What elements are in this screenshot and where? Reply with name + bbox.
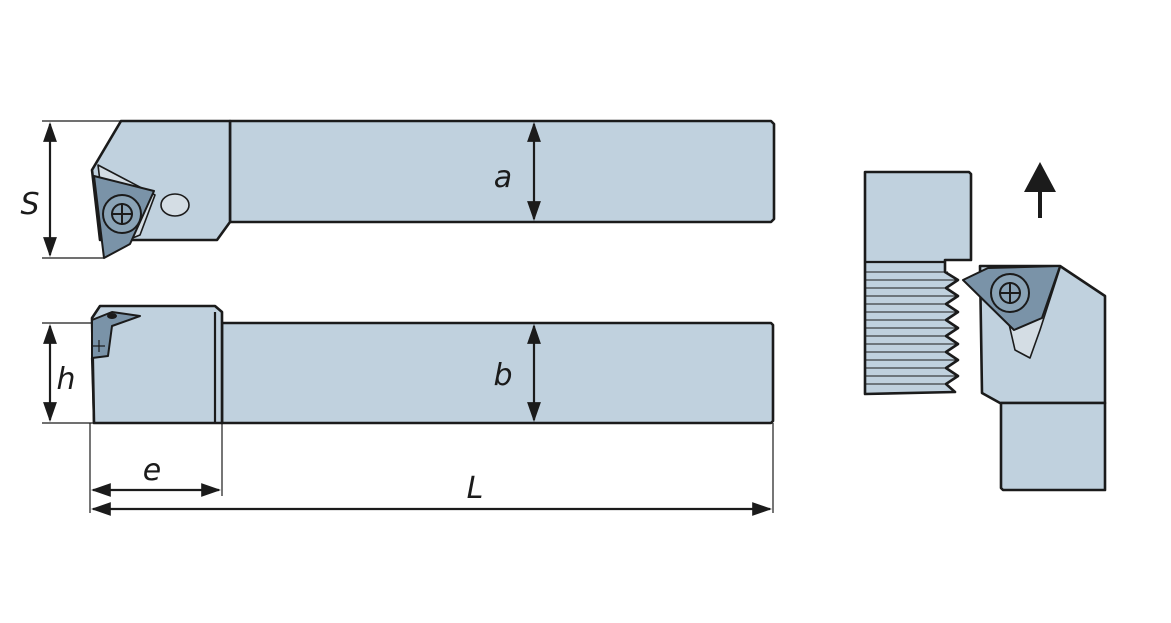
dimension-e: e <box>89 423 223 513</box>
workpiece <box>863 170 973 396</box>
dimension-label-b: b <box>493 358 512 393</box>
top-view <box>90 119 776 259</box>
dimension-b: b <box>493 324 541 422</box>
dimension-L: L <box>91 423 774 516</box>
dimension-label-e: e <box>143 453 161 488</box>
end-view-screw-icon <box>990 273 1030 313</box>
side-view <box>90 304 775 425</box>
holder-end-shank <box>999 401 1107 492</box>
dimension-S: S <box>20 120 121 259</box>
dimension-label-a: a <box>494 160 512 195</box>
dimension-label-h: h <box>56 362 75 397</box>
up-arrow-icon <box>1024 162 1056 218</box>
clamp-screw-icon <box>102 194 142 234</box>
dimension-label-S: S <box>20 187 39 222</box>
holder-end-view <box>962 264 1107 492</box>
clamp-pin <box>160 193 190 217</box>
dimension-h: h <box>42 322 94 424</box>
dimension-a: a <box>494 122 541 221</box>
dimension-label-L: L <box>467 471 484 506</box>
